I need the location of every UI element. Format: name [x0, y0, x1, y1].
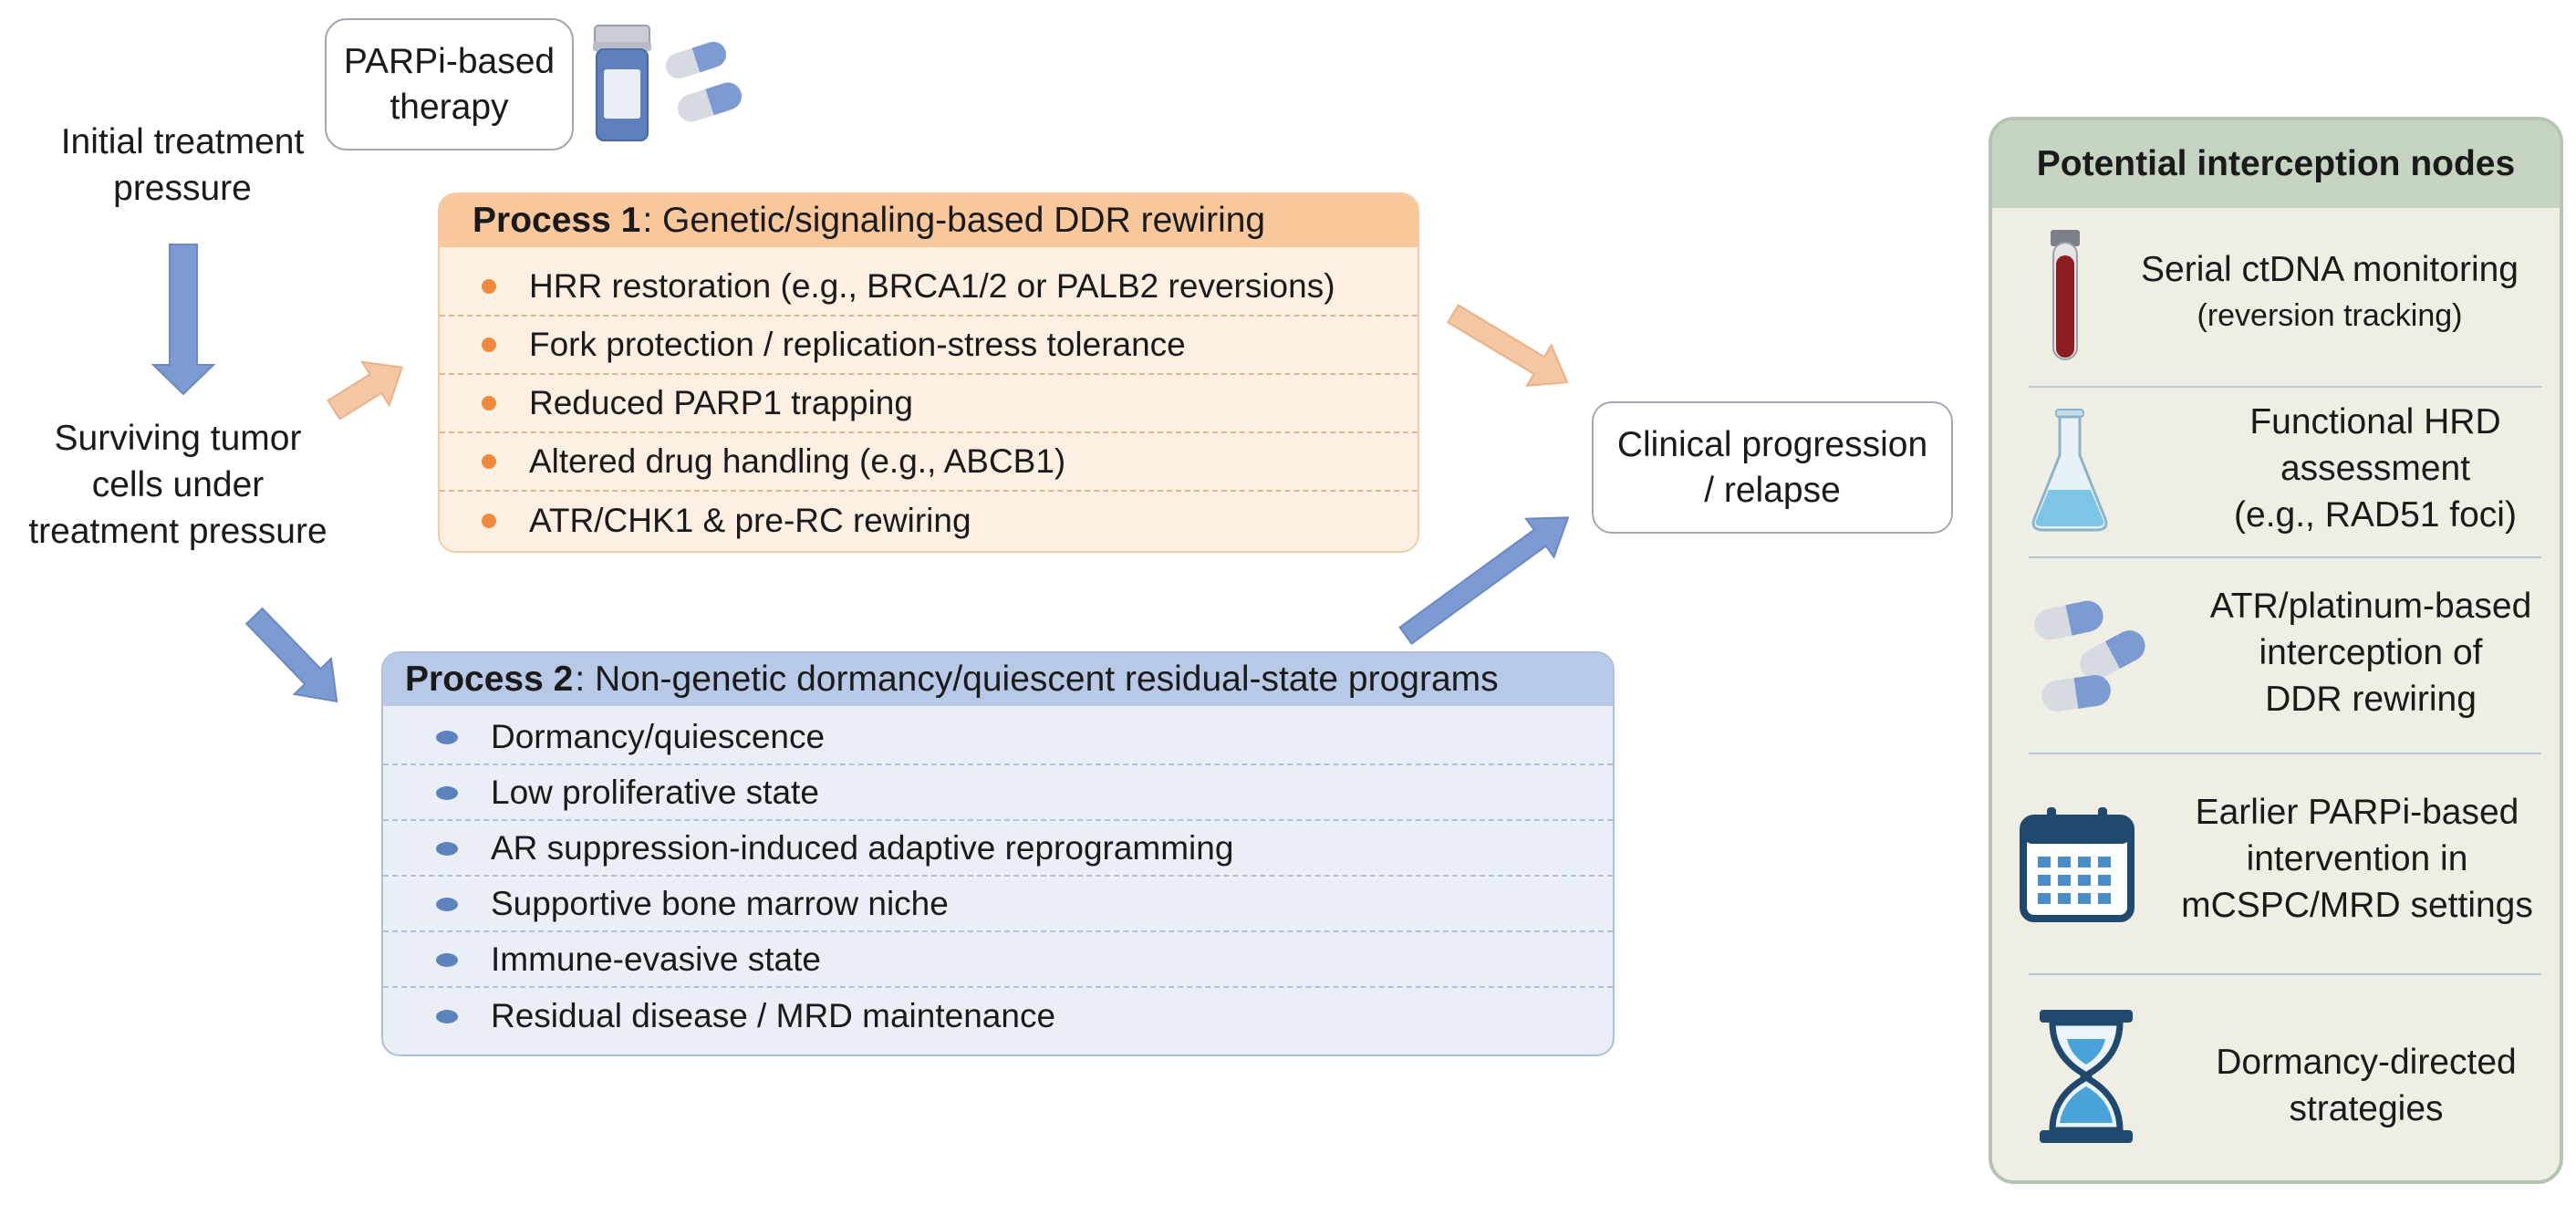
- interception-panel: Potential interception nodes Serial ctDN…: [1989, 117, 2563, 1184]
- arrow-to-process1: [327, 360, 404, 421]
- divider: [2029, 973, 2541, 975]
- bullet-icon: [436, 897, 458, 911]
- process1-title-bold: Process 1: [473, 201, 641, 240]
- process2-header: Process 2 : Non-genetic dormancy/quiesce…: [383, 653, 1613, 706]
- clinical-progression-line: / relapse: [1704, 470, 1841, 510]
- bullet-icon: [436, 730, 458, 744]
- process1-item: Altered drug handling (e.g., ABCB1): [440, 433, 1418, 492]
- process2-item: Immune-evasive state: [383, 932, 1613, 988]
- node-text-line: assessment: [2280, 449, 2471, 488]
- node-text-line: intervention in: [2246, 839, 2468, 878]
- bullet-icon: [436, 952, 458, 967]
- process2-item: AR suppression-induced adaptive reprogra…: [383, 821, 1613, 877]
- node-dormancy: Dormancy-directed strategies: [1992, 975, 2560, 1180]
- process2-title-rest: : Non-genetic dormancy/quiescent residua…: [575, 660, 1499, 699]
- bullet-icon: [482, 396, 496, 410]
- node-text-line: DDR rewiring: [2265, 680, 2477, 719]
- bullet-icon: [436, 1009, 458, 1023]
- down-arrow: [151, 244, 216, 396]
- divider: [2029, 753, 2541, 754]
- clinical-progression-box: Clinical progression / relapse: [1592, 401, 1953, 534]
- bullet-icon: [436, 785, 458, 800]
- process1-item: Fork protection / replication-stress tol…: [440, 317, 1418, 375]
- surviving-cells-label: Surviving tumor cells under treatment pr…: [0, 415, 356, 555]
- process2-list: Dormancy/quiescence Low proliferative st…: [383, 710, 1613, 1044]
- initial-pressure-line: pressure: [113, 169, 252, 208]
- node-text-line: Functional HRD: [2249, 402, 2501, 441]
- process1-item: ATR/CHK1 & pre-RC rewiring: [440, 492, 1418, 550]
- process2-item: Dormancy/quiescence: [383, 710, 1613, 765]
- node-text-line: Serial ctDNA monitoring: [2141, 250, 2519, 289]
- hourglass-icon: [2040, 1010, 2133, 1143]
- blood-tube-icon: [2051, 230, 2080, 360]
- node-text-line: (e.g., RAD51 foci): [2234, 495, 2517, 535]
- node-subtext: (reversion tracking): [2197, 298, 2463, 333]
- node-hrd: Functional HRD assessment (e.g., RAD51 f…: [1992, 388, 2560, 556]
- parpi-therapy-line: PARPi-based: [343, 41, 556, 81]
- surviving-cells-line: Surviving tumor: [54, 419, 302, 458]
- process1-item: HRR restoration (e.g., BRCA1/2 or PALB2 …: [440, 258, 1418, 317]
- arrow-to-process2: [244, 607, 338, 703]
- parpi-therapy-line: therapy: [390, 87, 509, 127]
- initial-pressure-label: Initial treatment pressure: [18, 119, 347, 212]
- divider: [2029, 556, 2541, 558]
- initial-pressure-line: Initial treatment: [60, 122, 305, 161]
- process1-item: Reduced PARP1 trapping: [440, 375, 1418, 433]
- process1-box: Process 1 : Genetic/signaling-based DDR …: [438, 192, 1419, 553]
- node-atr: ATR/platinum-based interception of DDR r…: [1992, 558, 2560, 753]
- node-text-line: Earlier PARPi-based: [2195, 793, 2519, 832]
- arrow-process2-to-clinical: [1398, 516, 1570, 645]
- flask-icon: [2031, 409, 2108, 532]
- clinical-progression-line: Clinical progression: [1616, 424, 1928, 464]
- node-text-line: ATR/platinum-based: [2209, 587, 2532, 626]
- bullet-icon: [482, 514, 496, 528]
- parpi-therapy-box: PARPi-based therapy: [325, 18, 574, 151]
- node-text-line: strategies: [2289, 1089, 2444, 1128]
- calendar-icon: [2020, 807, 2135, 922]
- bullet-icon: [482, 454, 496, 469]
- node-text-line: interception of: [2259, 633, 2483, 672]
- surviving-cells-line: cells under: [91, 465, 265, 504]
- surviving-cells-line: treatment pressure: [28, 512, 327, 551]
- node-ctdna: Serial ctDNA monitoring (reversion track…: [1992, 208, 2560, 386]
- process2-item: Low proliferative state: [383, 765, 1613, 821]
- pill-bottle-icon: [593, 25, 742, 141]
- panel-title: Potential interception nodes: [1992, 120, 2560, 208]
- divider: [2029, 386, 2541, 388]
- process1-list: HRR restoration (e.g., BRCA1/2 or PALB2 …: [440, 258, 1418, 550]
- process2-item: Residual disease / MRD maintenance: [383, 988, 1613, 1044]
- process2-item: Supportive bone marrow niche: [383, 877, 1613, 932]
- arrow-process1-to-clinical: [1446, 304, 1569, 388]
- pills-icon: [2034, 600, 2145, 712]
- process1-header: Process 1 : Genetic/signaling-based DDR …: [440, 194, 1418, 247]
- process2-title-bold: Process 2: [405, 660, 574, 699]
- bullet-icon: [482, 279, 496, 294]
- node-text-line: Dormancy-directed: [2216, 1043, 2517, 1082]
- bullet-icon: [436, 841, 458, 856]
- process1-title-rest: : Genetic/signaling-based DDR rewiring: [642, 201, 1266, 240]
- bullet-icon: [482, 338, 496, 352]
- process2-box: Process 2 : Non-genetic dormancy/quiesce…: [381, 651, 1615, 1056]
- node-earlier-parpi: Earlier PARPi-based intervention in mCSP…: [1992, 754, 2560, 973]
- node-text-line: mCSPC/MRD settings: [2181, 886, 2533, 925]
